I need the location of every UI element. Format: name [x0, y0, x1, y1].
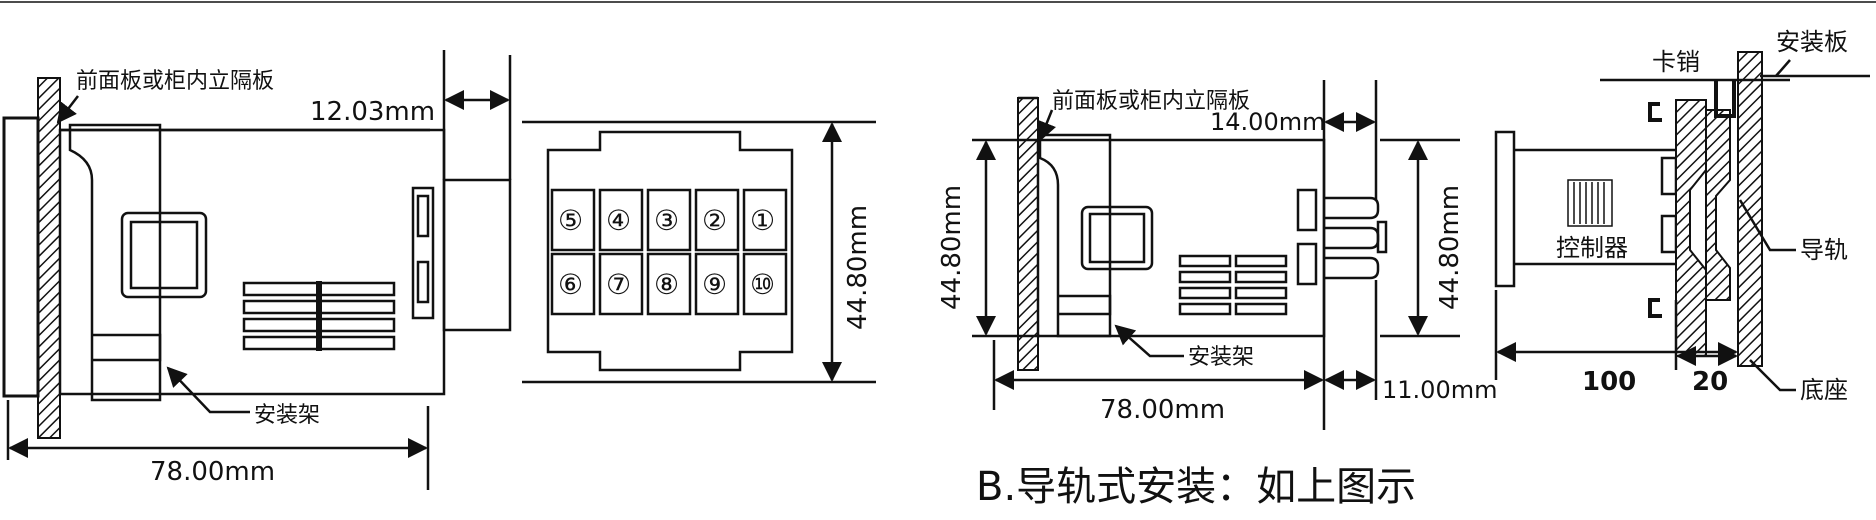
terminal-7: ⑦ [606, 268, 631, 301]
vent-bars [242, 281, 396, 351]
base-label: 底座 [1800, 376, 1848, 404]
terminal-10: ⑩ [750, 268, 775, 301]
latch-pin [1714, 80, 1736, 118]
front-bezel [2, 116, 40, 398]
mount-plate-label: 安装板 [1776, 28, 1848, 56]
terminal-3: ③ [654, 204, 679, 237]
terminal-row-bottom: ⑥ ⑦ ⑧ ⑨ ⑩ [550, 252, 788, 316]
side-dim-100-label: 100 [1582, 367, 1636, 397]
latch-label: 卡销 [1652, 48, 1700, 76]
rail-pins [1324, 196, 1388, 280]
terminal-row-top: ⑤ ④ ③ ② ① [550, 188, 788, 252]
display-window-outer [120, 211, 208, 299]
terminal-block-side [442, 178, 512, 332]
terminal-1: ① [750, 204, 775, 237]
caption: B.导轨式安装：如上图示 [976, 464, 1416, 510]
front-panel-hatch [37, 77, 61, 439]
rail-depth-dim-label: 14.00mm [1210, 108, 1325, 136]
terminal-front-view: ⑤ ④ ③ ② ① ⑥ ⑦ ⑧ ⑨ ⑩ 44.80mm [522, 120, 876, 384]
terminal-height-dim-label: 44.80mm [843, 205, 873, 330]
rail-right-height-dim-label: 44.80mm [1435, 185, 1465, 310]
rail-length-dim-label: 78.00mm [1100, 395, 1225, 425]
controller-body [58, 128, 446, 396]
side-controller-bezel [1494, 130, 1516, 288]
terminal-8: ⑧ [654, 268, 679, 301]
terminal-outline [546, 130, 794, 372]
rail-left-height-dim-label: 44.80mm [937, 185, 967, 310]
bracket-clip [92, 333, 162, 362]
terminal-2: ② [702, 204, 727, 237]
mounting-plate-hatch [1737, 51, 1763, 367]
depth-dim-label: 12.03mm [310, 97, 435, 127]
rail-label: 导轨 [1800, 236, 1848, 264]
controller-grille [1567, 179, 1613, 227]
rail-extra-dim-label: 11.00mm [1382, 376, 1497, 404]
display-window-inner [129, 220, 199, 290]
left-side-view: 12.03mm 前面板或柜内立隔板 安装架 78.00mm [2, 50, 512, 490]
terminal-4: ④ [606, 204, 631, 237]
rail-mounting-bracket [1038, 133, 1112, 338]
length-dim-label: 78.00mm [150, 457, 275, 487]
terminal-5: ⑤ [558, 204, 583, 237]
rail-panel-label: 前面板或柜内立隔板 [1052, 89, 1250, 114]
terminal-9: ⑨ [702, 268, 727, 301]
rail-display-window-inner [1088, 212, 1146, 264]
bracket-label: 安装架 [254, 403, 320, 428]
rear-connector [411, 186, 435, 320]
rail-vent-bars [1178, 254, 1288, 316]
rail-bracket-label: 安装架 [1188, 345, 1254, 370]
terminal-6: ⑥ [558, 268, 583, 301]
controller-label: 控制器 [1556, 234, 1628, 262]
rail-clip-hatch [1705, 109, 1731, 301]
rail-display-window-outer [1080, 205, 1154, 271]
rail-base-hatch [1675, 99, 1707, 357]
panel-label: 前面板或柜内立隔板 [76, 69, 274, 94]
mounting-bracket [68, 123, 162, 402]
rail-side-view: 控制器 安装板 卡销 导轨 底座 100 20 [1494, 28, 1870, 404]
rail-mount-view: 44.80mm 44.80mm 14.00mm 前面板或柜内立隔板 安装架 78… [937, 80, 1497, 430]
side-dim-20-label: 20 [1692, 367, 1728, 397]
